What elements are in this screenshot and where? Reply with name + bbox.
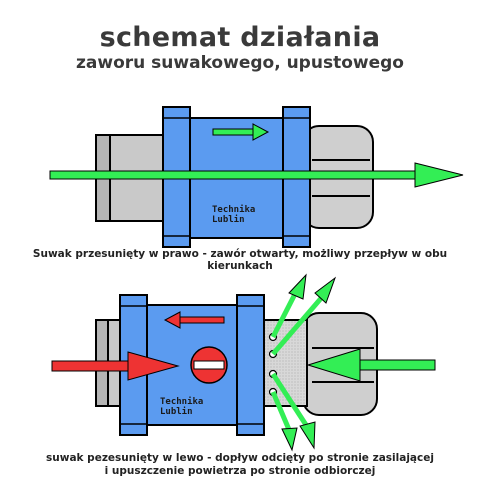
brand-line1-bottom: Technika (160, 396, 203, 407)
page-title: schemat działania (99, 22, 381, 53)
exhaust-arrows (270, 273, 337, 452)
right-flange-bottom (236, 294, 265, 436)
no-entry-icon (190, 346, 228, 384)
supply-arrow-blocked (51, 351, 180, 381)
valve-open-diagram: Technika Lublin (49, 106, 464, 248)
brand-line2-top: Lublin (212, 214, 245, 225)
caption-valve-closed-line1: suwak pezesunięty w lewo - dopływ odcięt… (46, 452, 434, 464)
valve-closed-diagram: Technika Lublin (51, 273, 436, 452)
brand-line2-bottom: Lublin (160, 406, 193, 417)
caption-valve-closed-line2: i upuszczenie powietrza po stronie odbio… (104, 465, 376, 477)
caption-valve-open: Suwak przesunięty w prawo - zawór otwart… (32, 248, 448, 272)
page-subtitle: zaworu suwakowego, upustowego (76, 53, 404, 73)
slider-direction-arrow-right (212, 123, 270, 141)
return-flow-arrow (306, 348, 436, 382)
slider-direction-arrow-left (163, 311, 225, 329)
flow-arrow-through (49, 162, 464, 188)
brand-line1-top: Technika (212, 204, 255, 215)
